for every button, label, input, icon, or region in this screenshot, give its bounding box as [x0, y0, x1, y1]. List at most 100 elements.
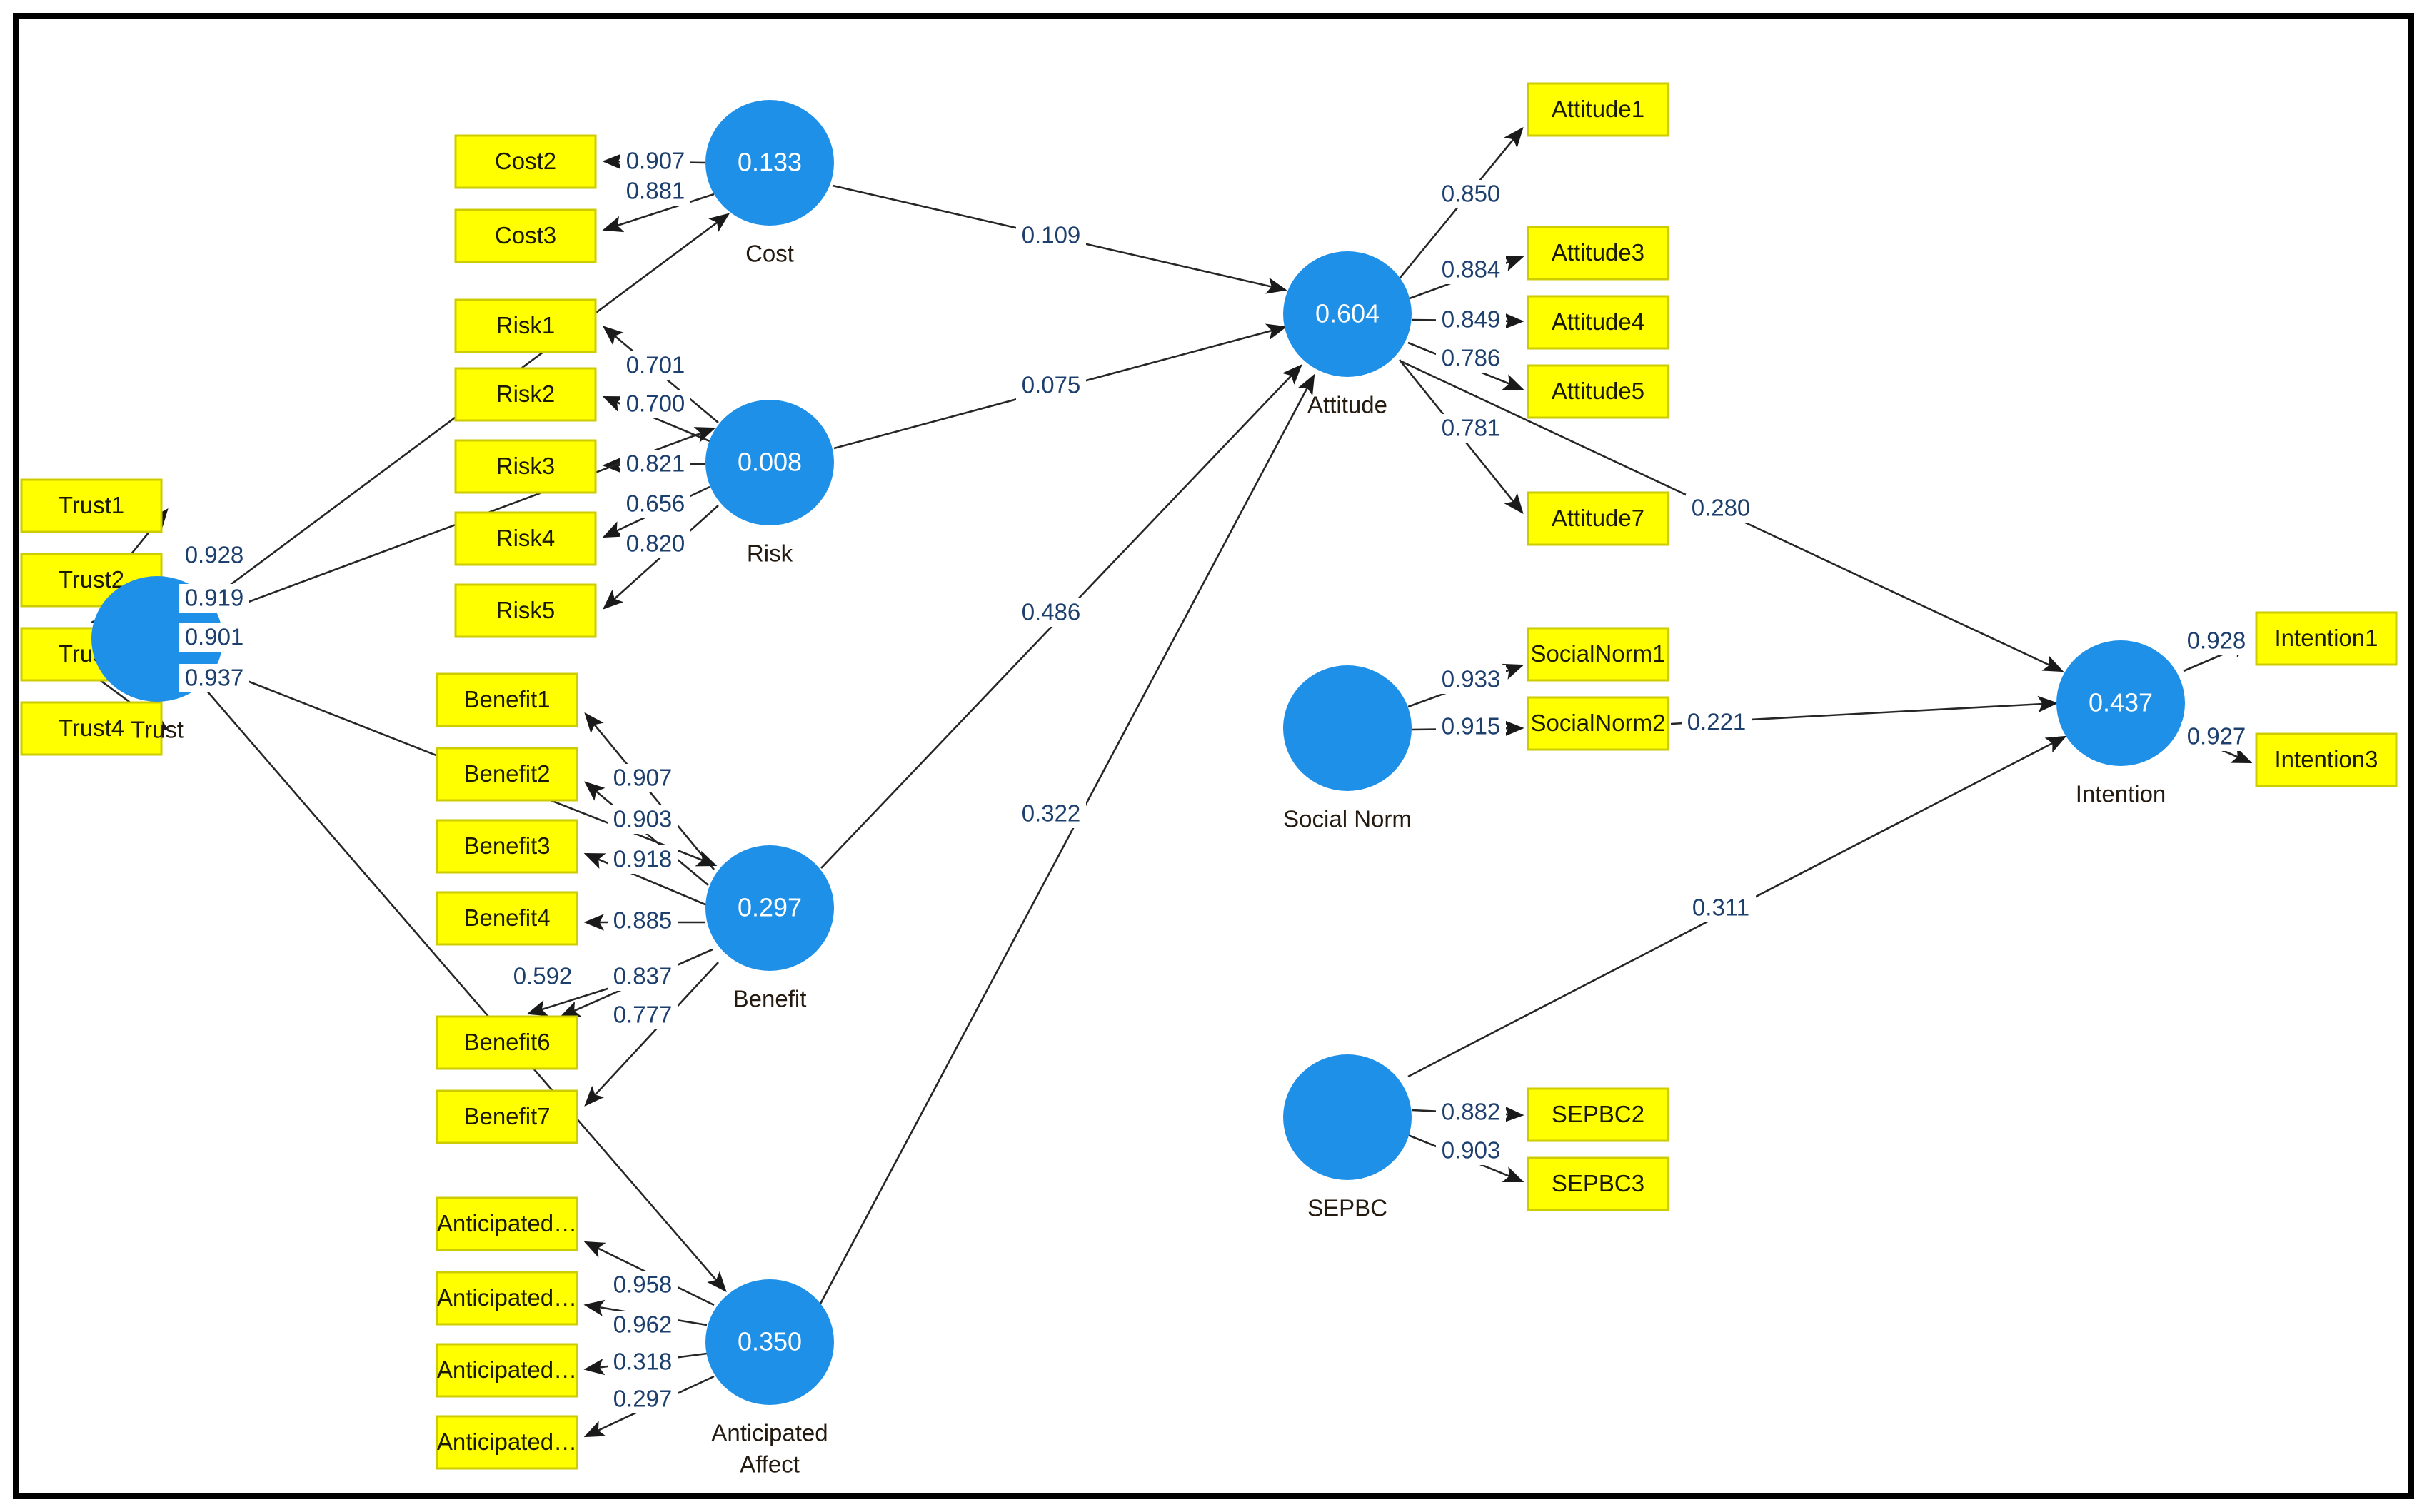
construct-sepbc[interactable]: SEPBC — [1283, 1054, 1412, 1221]
indicator-box[interactable] — [2255, 732, 2398, 787]
indicator-box[interactable] — [1527, 696, 1669, 751]
indicator-box[interactable] — [2255, 611, 2398, 666]
coefficient-value: 0.221 — [1687, 709, 1747, 735]
indicator-cost2[interactable]: Cost2 — [454, 134, 597, 189]
indicator-box[interactable] — [436, 1196, 578, 1251]
indicator-benefit1[interactable]: Benefit1 — [436, 672, 578, 727]
coefficient-e-cost-c3: 0.881 — [620, 177, 690, 206]
construct-ellipse[interactable] — [705, 845, 834, 971]
indicator-label: SocialNorm2 — [1531, 710, 1666, 736]
coefficient-e-sp-p2: 0.882 — [1436, 1098, 1506, 1127]
indicator-box[interactable] — [1527, 82, 1669, 137]
indicator-cost3[interactable]: Cost3 — [454, 208, 597, 263]
indicator-risk3[interactable]: Risk3 — [454, 439, 597, 494]
indicator-box[interactable] — [454, 511, 597, 566]
construct-ellipse[interactable] — [1283, 251, 1412, 377]
indicator-box[interactable] — [436, 819, 578, 874]
indicator-int3[interactable]: Intention3 — [2255, 732, 2398, 787]
indicator-benefit2[interactable]: Benefit2 — [436, 747, 578, 802]
indicator-box[interactable] — [436, 891, 578, 946]
indicator-box[interactable] — [436, 1015, 578, 1070]
indicator-box[interactable] — [436, 672, 578, 727]
indicator-aa1[interactable]: Anticipated… — [436, 1196, 578, 1251]
indicator-att1[interactable]: Attitude1 — [1527, 82, 1669, 137]
coefficient-value: 0.656 — [626, 490, 685, 517]
indicator-risk4[interactable]: Risk4 — [454, 511, 597, 566]
indicator-att7[interactable]: Attitude7 — [1527, 491, 1669, 546]
indicator-risk1[interactable]: Risk1 — [454, 298, 597, 353]
coefficient-halo — [1016, 371, 1086, 400]
indicator-att3[interactable]: Attitude3 — [1527, 226, 1669, 281]
indicator-box[interactable] — [436, 1415, 578, 1470]
indicator-sepbc3[interactable]: SEPBC3 — [1527, 1156, 1669, 1211]
indicator-box[interactable] — [454, 439, 597, 494]
indicator-aa3[interactable]: Anticipated… — [436, 1343, 578, 1398]
indicator-box[interactable] — [454, 367, 597, 422]
indicator-benefit6[interactable]: Benefit6 — [436, 1015, 578, 1070]
indicator-box[interactable] — [1527, 226, 1669, 281]
coefficient-value: 0.919 — [185, 585, 244, 611]
coefficient-value: 0.937 — [185, 665, 244, 691]
indicator-box[interactable] — [1527, 627, 1669, 682]
coefficient-e-aa-att: 0.322 — [1016, 800, 1086, 828]
coefficient-e-trust-t4: 0.937 — [179, 664, 249, 692]
construct-ellipse[interactable] — [705, 100, 834, 226]
coefficient-halo — [2181, 627, 2251, 655]
indicator-benefit7[interactable]: Benefit7 — [436, 1089, 578, 1144]
coefficient-e-ben-att: 0.486 — [1016, 598, 1086, 627]
indicator-aa4[interactable]: Anticipated… — [436, 1415, 578, 1470]
coefficient-e-risk-r4: 0.656 — [620, 490, 690, 518]
indicator-box[interactable] — [1527, 1156, 1669, 1211]
indicator-sepbc2[interactable]: SEPBC2 — [1527, 1087, 1669, 1142]
indicator-box[interactable] — [20, 478, 163, 533]
indicator-risk5[interactable]: Risk5 — [454, 583, 597, 638]
indicator-box[interactable] — [20, 701, 163, 756]
indicator-benefit4[interactable]: Benefit4 — [436, 891, 578, 946]
indicator-box[interactable] — [436, 1271, 578, 1326]
construct-r2-value: 0.437 — [2089, 688, 2153, 717]
indicator-label: Attitude5 — [1552, 378, 1644, 404]
indicator-box[interactable] — [1527, 491, 1669, 546]
construct-ellipse[interactable] — [2056, 640, 2185, 766]
coefficient-value: 0.486 — [1022, 599, 1081, 625]
indicator-box[interactable] — [454, 208, 597, 263]
coefficient-value: 0.907 — [613, 765, 673, 791]
indicator-benefit3[interactable]: Benefit3 — [436, 819, 578, 874]
indicator-box[interactable] — [454, 134, 597, 189]
indicator-box[interactable] — [436, 1343, 578, 1398]
construct-ellipse[interactable] — [1283, 1054, 1412, 1180]
coefficient-halo — [1016, 221, 1086, 250]
edge-layer — [90, 126, 2253, 1438]
indicator-box[interactable] — [436, 1089, 578, 1144]
indicator-box[interactable] — [454, 298, 597, 353]
coefficient-halo — [179, 584, 249, 613]
indicator-aa2[interactable]: Anticipated… — [436, 1271, 578, 1326]
construct-ellipse[interactable] — [705, 400, 834, 525]
indicator-box[interactable] — [1527, 364, 1669, 419]
indicator-trust4[interactable]: Trust4 — [20, 701, 163, 756]
indicator-box[interactable] — [454, 583, 597, 638]
indicator-trust1[interactable]: Trust1 — [20, 478, 163, 533]
indicator-sn2[interactable]: SocialNorm2 — [1527, 696, 1669, 751]
construct-ellipse[interactable] — [705, 1279, 834, 1405]
indicator-box[interactable] — [1527, 1087, 1669, 1142]
coefficient-value: 0.849 — [1442, 306, 1501, 333]
coefficient-halo — [608, 1385, 678, 1413]
indicator-att5[interactable]: Attitude5 — [1527, 364, 1669, 419]
indicator-box[interactable] — [1527, 295, 1669, 350]
construct-ellipse[interactable] — [1283, 665, 1412, 791]
indicator-int1[interactable]: Intention1 — [2255, 611, 2398, 666]
indicator-box[interactable] — [436, 747, 578, 802]
indicator-sn1[interactable]: SocialNorm1 — [1527, 627, 1669, 682]
indicator-att4[interactable]: Attitude4 — [1527, 295, 1669, 350]
construct-socnorm[interactable]: Social Norm — [1283, 665, 1412, 832]
indicator-risk2[interactable]: Risk2 — [454, 367, 597, 422]
coefficient-halo — [608, 962, 678, 991]
coefficient-e-att-at4: 0.849 — [1436, 306, 1506, 334]
